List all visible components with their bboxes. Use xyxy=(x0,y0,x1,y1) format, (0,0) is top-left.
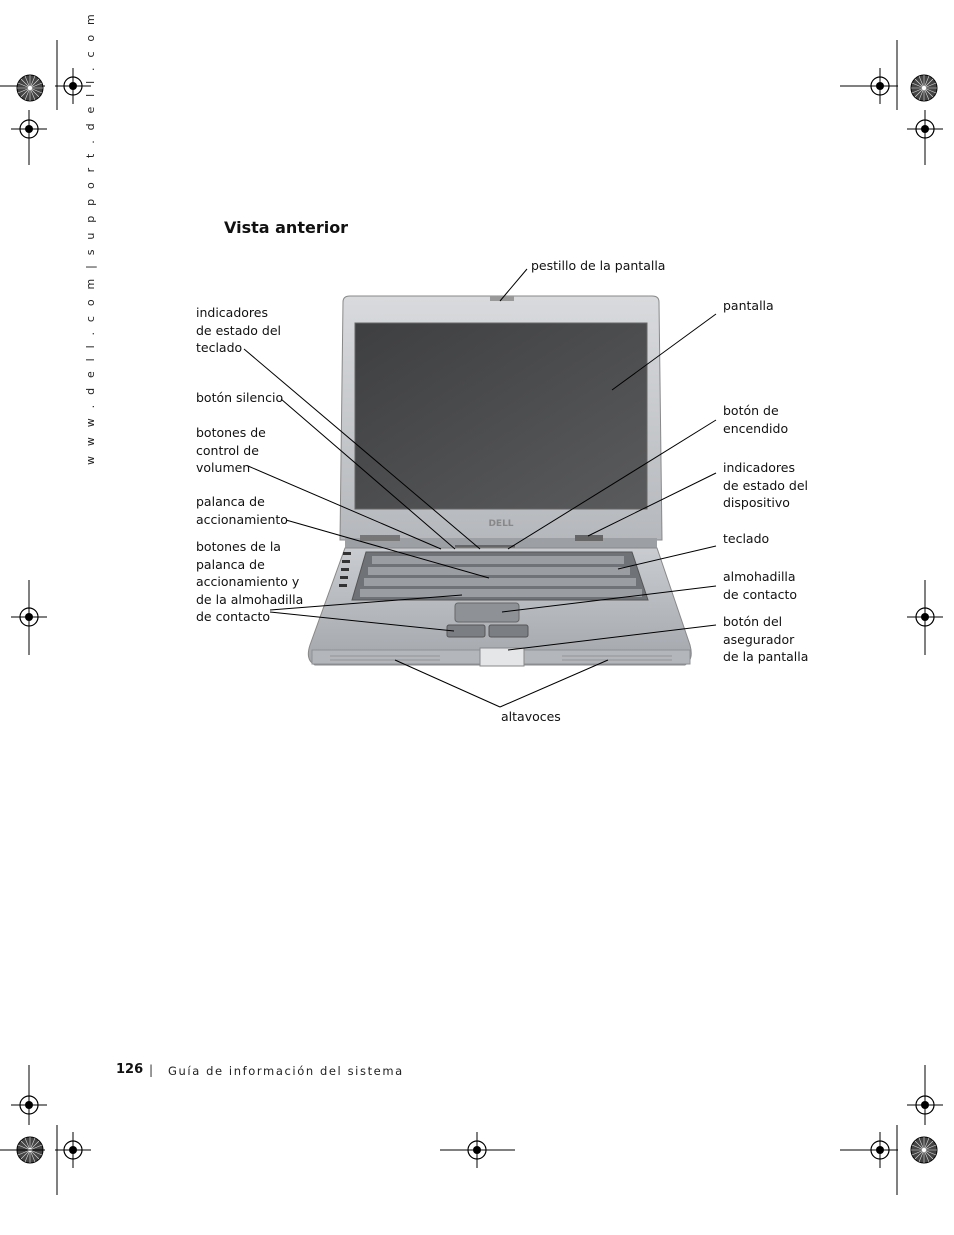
registration-mark-bottom-left xyxy=(0,1065,92,1195)
registration-mark-mid-left xyxy=(10,580,48,655)
label-track-stick: palanca de accionamiento xyxy=(196,494,288,527)
footer-separator: | xyxy=(149,1063,154,1077)
label-display-latch-button: botón del asegurador de la pantalla xyxy=(723,614,809,664)
registration-mark-top-right xyxy=(840,40,944,165)
label-power-button: botón de encendido xyxy=(723,403,789,436)
side-url: w w w . d e l l . c o m | s u p p o r t … xyxy=(84,11,97,465)
footer-title: Guía de información del sistema xyxy=(168,1064,404,1078)
registration-mark-bottom-right xyxy=(840,1065,944,1195)
label-keyboard: teclado xyxy=(723,531,770,546)
callout-lines xyxy=(243,268,717,708)
laptop-logo: DELL xyxy=(488,519,513,529)
label-keyboard-status-lights: indicadores de estado del teclado xyxy=(196,305,282,355)
laptop-illustration: DELL xyxy=(307,295,692,667)
registration-mark-mid-right xyxy=(906,580,944,655)
section-title: Vista anterior xyxy=(224,218,349,237)
page-number: 126 xyxy=(116,1062,144,1077)
label-speakers: altavoces xyxy=(501,709,561,724)
label-volume-buttons: botones de control de volumen xyxy=(196,425,266,475)
label-touch-pad: almohadilla de contacto xyxy=(723,569,798,602)
registration-mark-top-left xyxy=(0,40,92,165)
label-device-status-lights: indicadores de estado del dispositivo xyxy=(723,460,809,510)
label-display: pantalla xyxy=(723,298,774,313)
label-display-latch: pestillo de la pantalla xyxy=(531,258,666,273)
registration-mark-bottom-center xyxy=(440,1131,515,1169)
label-track-buttons: botones de la palanca de accionamiento y… xyxy=(196,539,304,624)
label-mute-button: botón silencio xyxy=(196,390,284,405)
